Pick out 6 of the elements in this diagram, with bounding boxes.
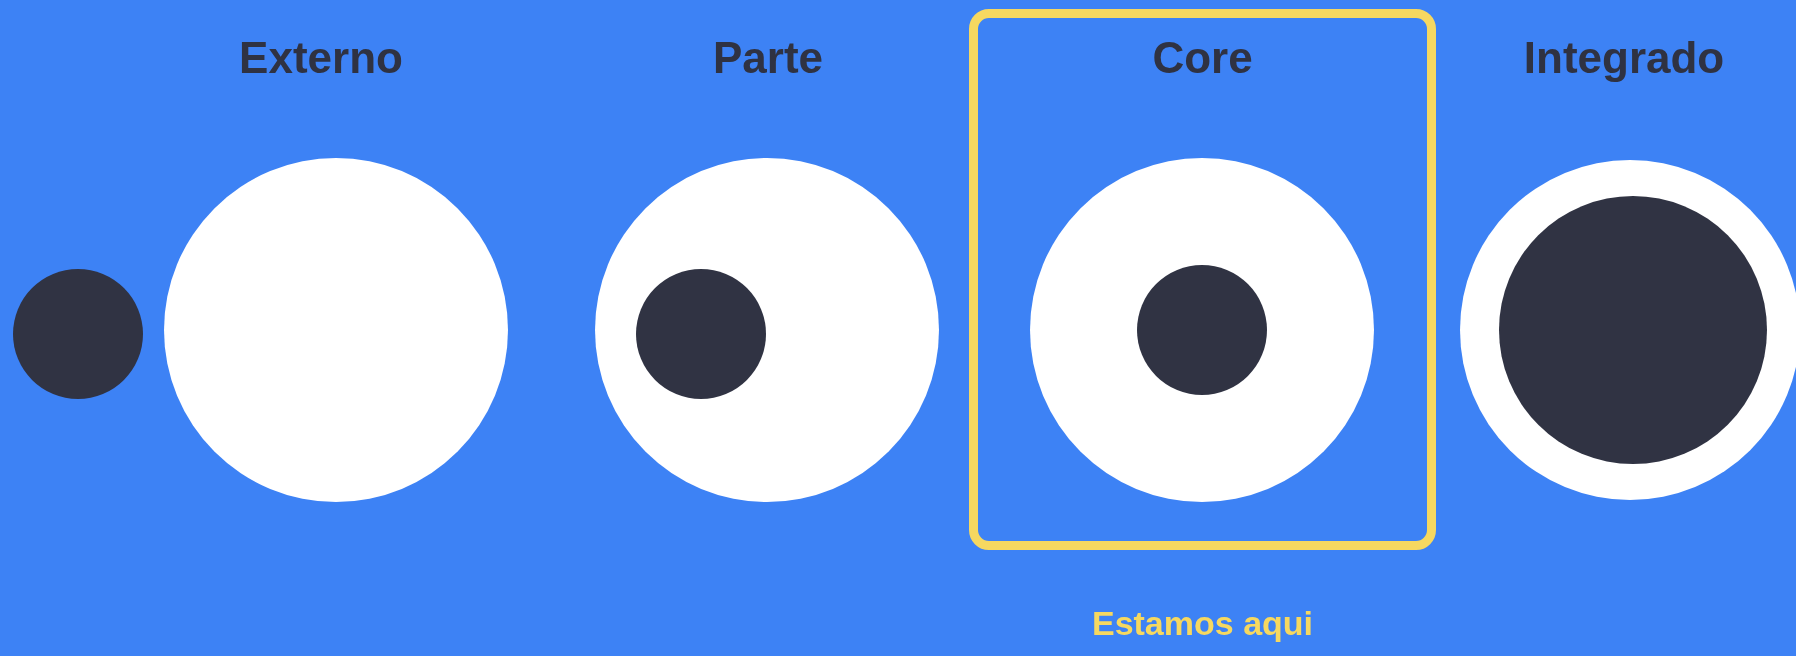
stage-heading: Integrado xyxy=(1523,36,1725,80)
highlight-caption: Estamos aqui xyxy=(1091,606,1314,640)
stage-heading: Parte xyxy=(712,36,824,80)
stage-heading: Core xyxy=(1152,36,1253,80)
stage-heading: Externo xyxy=(239,36,403,80)
highlight-frame xyxy=(969,9,1436,550)
